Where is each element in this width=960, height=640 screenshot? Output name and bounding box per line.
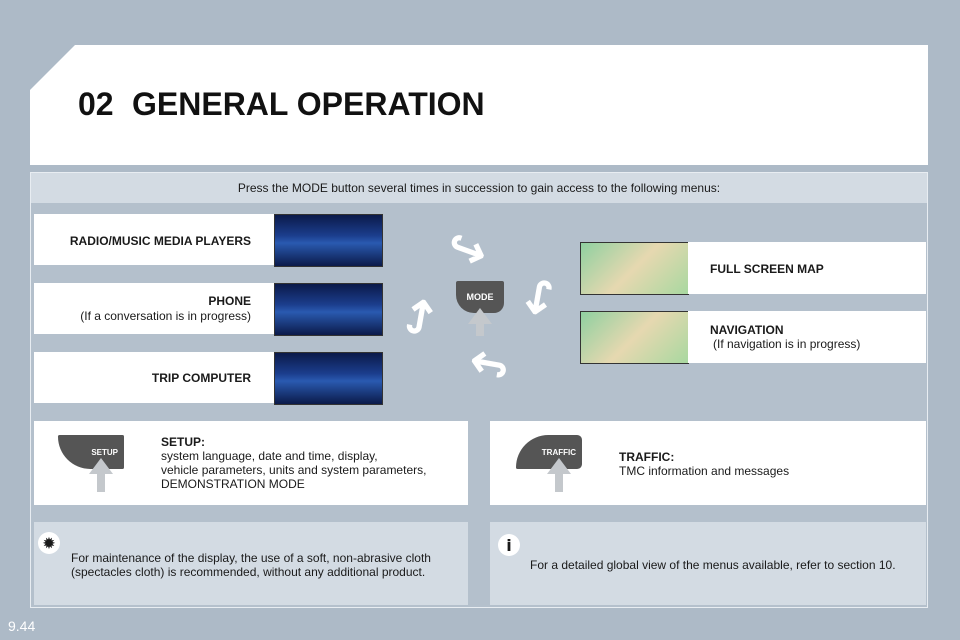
maintenance-note [34,522,468,605]
map-screen-image [580,242,689,295]
phone-screen-image [274,283,383,336]
menu-map [688,242,926,294]
page-number: 9.44 [8,618,36,634]
press-arrow-stem [555,474,563,492]
maintenance-text: (spectacles cloth) is recommended, witho… [71,565,426,579]
press-arrow-icon [547,458,571,474]
chapter-number: 02 [78,86,114,122]
sun-tip-icon: ✹ [38,532,60,554]
header-panel [30,45,928,165]
press-arrow-icon [468,308,492,324]
page-title: GENERAL OPERATION [132,86,485,122]
press-arrow-stem [97,474,105,492]
navigation-screen-image [580,311,689,364]
mode-button[interactable]: MODE [456,281,504,313]
setup-line: vehicle parameters, units and system par… [161,463,427,477]
menu-map-label: FULL SCREEN MAP [710,262,824,276]
press-arrow-icon [89,458,113,474]
radio-screen-image [274,214,383,267]
info-icon: i [498,534,520,556]
menu-navigation [688,311,926,363]
menu-radio [34,214,274,265]
traffic-text: TMC information and messages [619,464,790,478]
maintenance-text: For maintenance of the display, the use … [71,551,431,565]
menu-trip [34,352,274,403]
menu-phone-sub: (If a conversation is in progress) [80,309,251,323]
trip-screen-image [274,352,383,405]
menu-phone [34,283,274,334]
info-note [490,522,926,605]
setup-line: DEMONSTRATION MODE [161,477,305,491]
traffic-title: TRAFFIC: [619,450,675,464]
intro-text: Press the MODE button several times in s… [237,181,721,195]
intro-strip [31,173,927,203]
info-text: For a detailed global view of the menus … [530,558,896,572]
menu-trip-label: TRIP COMPUTER [151,371,251,385]
setup-line: system language, date and time, display, [161,449,378,463]
setup-title: SETUP: [161,435,206,449]
menu-navigation-label: NAVIGATION [710,323,784,337]
press-arrow-stem [476,324,484,336]
menu-phone-label: PHONE [208,294,251,308]
menu-radio-label: RADIO/MUSIC MEDIA PLAYERS [69,234,251,248]
menu-navigation-sub: (If navigation is in progress) [713,337,861,351]
